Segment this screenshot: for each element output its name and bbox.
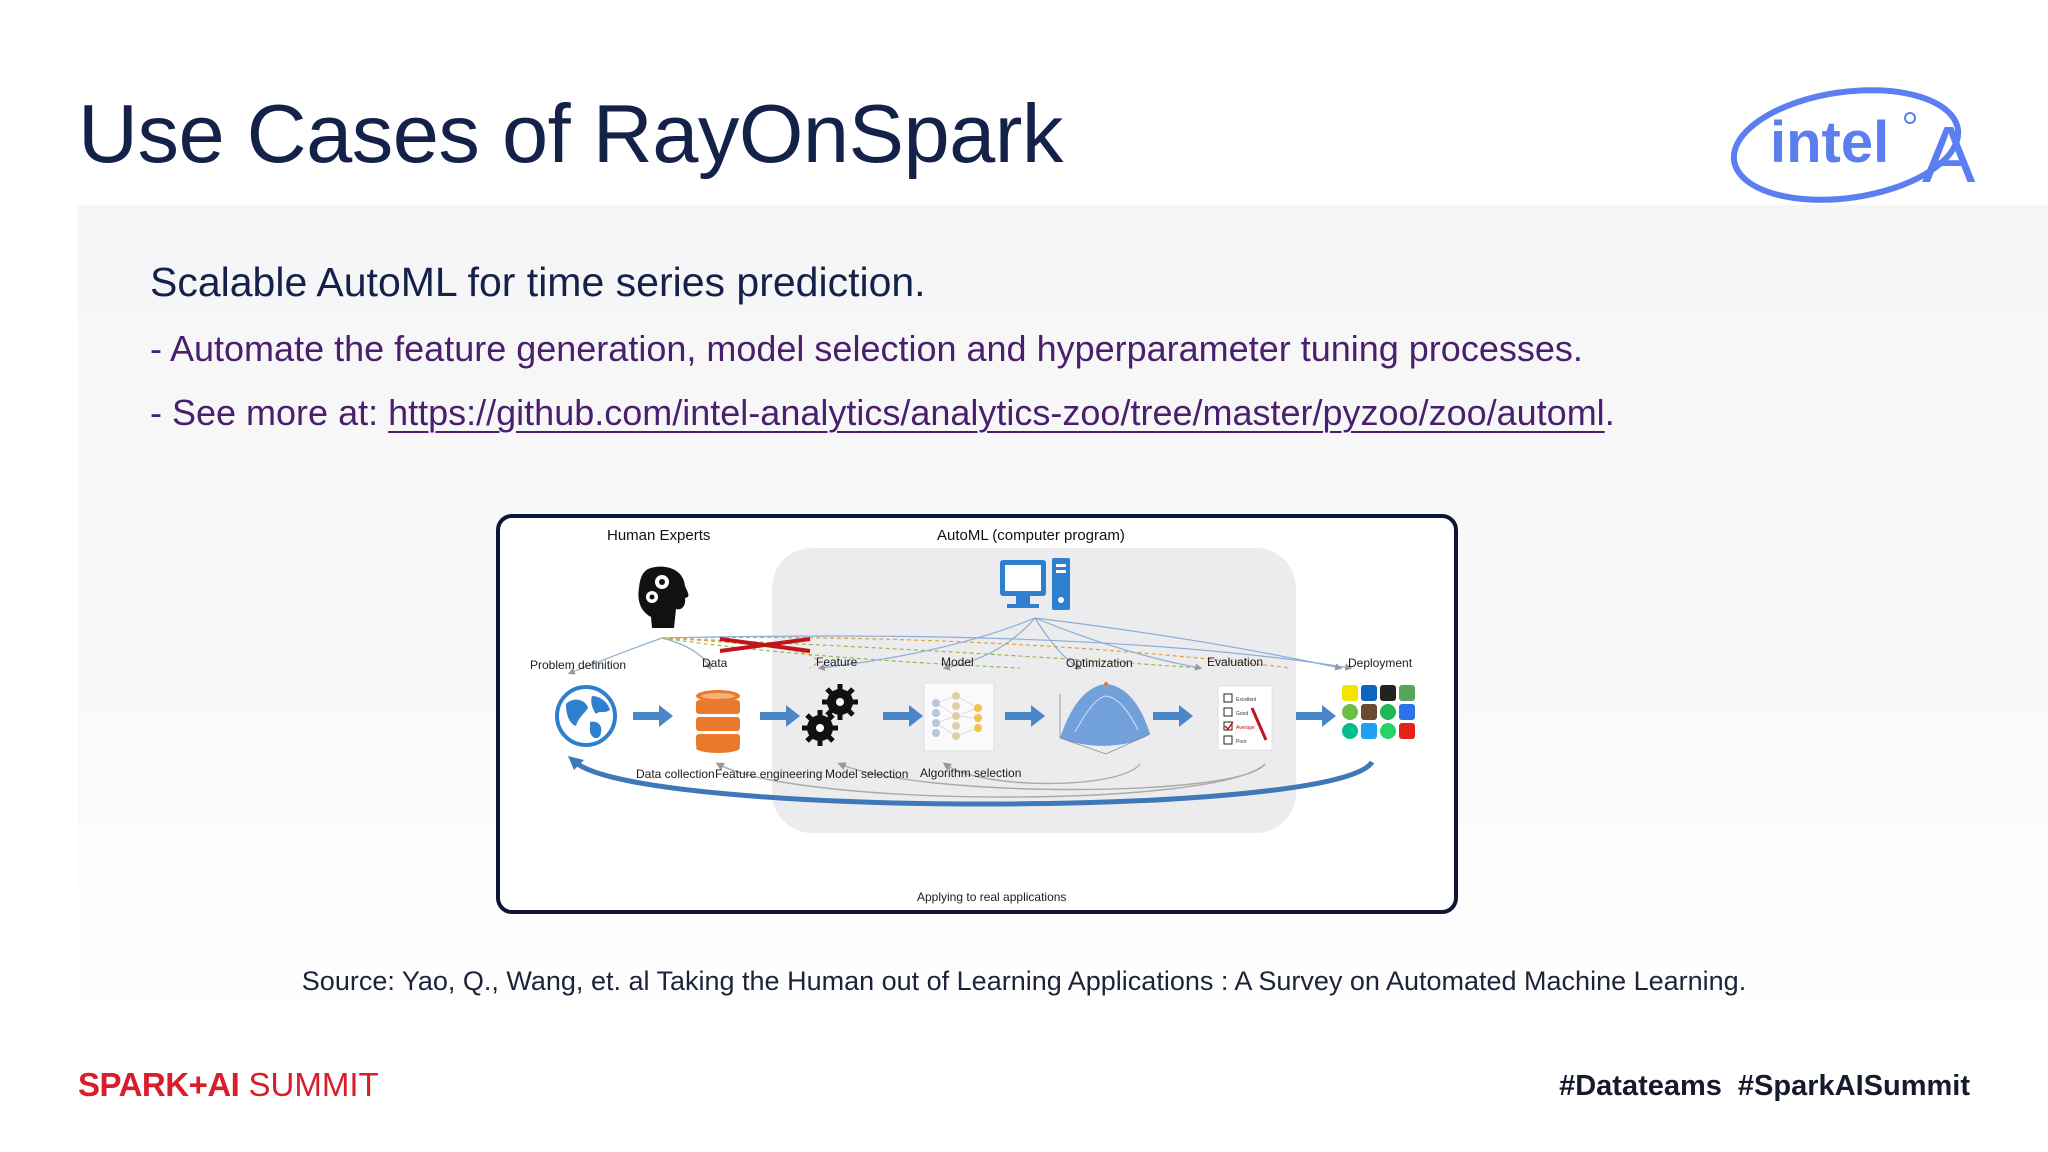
red-cross-icon: [719, 637, 811, 653]
eval-poor: Poor: [1236, 739, 1247, 745]
automl-label: AutoML (computer program): [937, 527, 1125, 544]
human-experts-label: Human Experts: [607, 527, 710, 544]
gears-icon: [802, 684, 858, 746]
neural-network-icon: [923, 682, 995, 752]
automl-region: [772, 548, 1296, 833]
hashtags: #Datateams #SparkAISummit: [1559, 1072, 1970, 1101]
stage-problem-definition: Problem definition: [530, 658, 626, 672]
feedback-arcs: [715, 762, 1266, 798]
source-citation: Source: Yao, Q., Wang, et. al Taking the…: [301, 966, 1747, 996]
bullet-see-more-prefix: - See more at:: [150, 392, 389, 433]
slide-title: Use Cases of RayOnSpark: [78, 87, 1063, 180]
flow-arrows: [633, 705, 1336, 727]
human-head-icon: [638, 566, 689, 628]
stage-feature: Feature: [816, 655, 858, 669]
optimization-surface-icon: [1059, 682, 1151, 755]
eval-excellent: Excellent: [1236, 697, 1257, 703]
svg-text:intel: intel: [1770, 110, 1889, 175]
automl-repo-link[interactable]: https://github.com/intel-analytics/analy…: [388, 392, 1605, 433]
stage-deployment: Deployment: [1348, 656, 1413, 670]
bullet-see-more: - See more at: https://github.com/intel-…: [150, 395, 2000, 431]
hashtag-sparkaisummit: #SparkAISummit: [1737, 1070, 1970, 1102]
stage-data: Data: [702, 656, 728, 670]
app-icons-grid: [1342, 685, 1415, 739]
intel-ai-logo: intel AI: [1730, 87, 1980, 203]
stage-model: Model: [941, 655, 974, 669]
event-logo: SPARK+AI SUMMIT: [78, 1068, 379, 1101]
globe-icon: [555, 685, 617, 747]
database-icon: [696, 690, 740, 753]
bullet-automate: - Automate the feature generation, model…: [150, 328, 1583, 369]
deployment-feedback-arc: [573, 760, 1375, 807]
stage-evaluation: Evaluation: [1207, 655, 1263, 669]
automl-fan-lines: [817, 617, 1343, 672]
applying-label: Applying to real applications: [917, 890, 1066, 904]
event-logo-spark: SPARK+AI: [78, 1066, 240, 1103]
automl-diagram: Human Experts AutoML (computer program): [496, 514, 1458, 914]
bullet-see-more-suffix: .: [1604, 392, 1615, 433]
evaluation-checklist-icon: Excellent Good Average Poor: [1217, 685, 1273, 751]
main-point: Scalable AutoML for time series predicti…: [150, 259, 926, 305]
event-logo-summit: SUMMIT: [239, 1066, 379, 1103]
stage-optimization: Optimization: [1066, 656, 1133, 670]
eval-good: Good: [1236, 711, 1248, 717]
hashtag-dateteams: #Datateams: [1559, 1070, 1722, 1102]
slide-body: Scalable AutoML for time series predicti…: [150, 262, 2000, 431]
stage-feature-engineering: Feature engineering: [715, 767, 822, 781]
computer-monitor-icon: [1000, 558, 1070, 610]
eval-average: Average: [1236, 725, 1255, 731]
stage-algorithm-selection: Algorithm selection: [920, 766, 1021, 780]
svg-text:AI: AI: [1922, 110, 1980, 199]
stage-model-selection: Model selection: [825, 767, 908, 781]
stage-data-collection: Data collection: [636, 767, 715, 781]
